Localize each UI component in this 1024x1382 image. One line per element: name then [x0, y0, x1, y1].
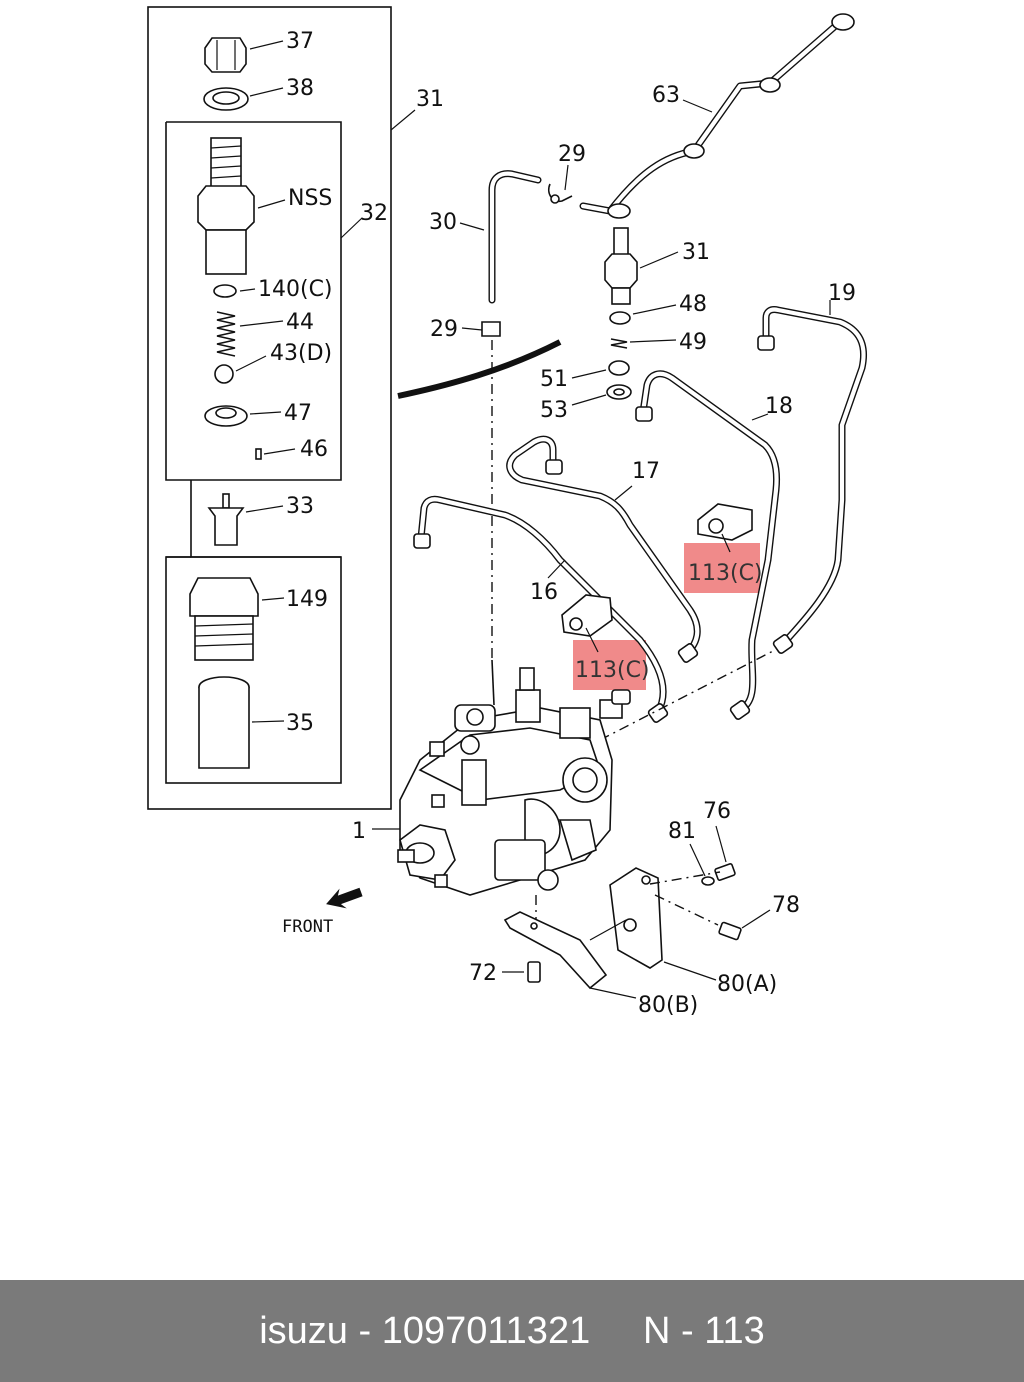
- injector-nss: [197, 137, 286, 275]
- front-arrow-icon: [326, 887, 363, 909]
- callout-49: 49: [679, 330, 707, 355]
- callout-nss: NSS: [288, 186, 332, 211]
- callout-80a: 80(A): [717, 972, 777, 997]
- callout-29-bottom: 29: [430, 317, 458, 342]
- callout-31-left: 31: [416, 87, 444, 112]
- ring-140c: [213, 284, 256, 298]
- callout-140c: 140(C): [258, 277, 333, 302]
- injection-pump-1: [397, 667, 631, 896]
- callout-19: 19: [828, 281, 856, 306]
- injection-pipe-18: [635, 370, 781, 720]
- nut-37: [204, 37, 284, 73]
- pipe-route: [599, 649, 776, 741]
- clamp-29-bottom: [461, 321, 501, 337]
- callout-63: 63: [652, 83, 680, 108]
- footer-bar: isuzu - 1097011321 N - 113: [0, 1280, 1024, 1382]
- seal-51: [571, 360, 630, 379]
- footer-separator: -: [347, 1309, 382, 1352]
- bolt-76: [714, 825, 736, 881]
- leader-32: [340, 217, 363, 239]
- hose-connector: [491, 659, 495, 706]
- washer-81: [689, 843, 715, 886]
- washer-48: [609, 304, 677, 325]
- callout-30: 30: [429, 210, 457, 235]
- clamp-113c-center: [561, 594, 613, 653]
- callout-35: 35: [286, 711, 314, 736]
- washer-53: [571, 384, 632, 406]
- spring-44: [216, 311, 284, 357]
- footer-part-number: 1097011321: [381, 1309, 591, 1352]
- plate-47: [204, 405, 282, 427]
- footer-brand: isuzu: [259, 1309, 348, 1352]
- injector-exploded-frame: [147, 6, 392, 810]
- callout-113c-center: 113(C): [575, 658, 650, 683]
- callout-16: 16: [530, 580, 558, 605]
- callout-48: 48: [679, 292, 707, 317]
- washer-38: [203, 87, 284, 111]
- highlight-113c-center: [573, 640, 646, 690]
- footer-reference: N - 113: [643, 1309, 765, 1352]
- callout-80b: 80(B): [638, 993, 698, 1018]
- injection-pipe-19: [757, 300, 867, 654]
- sleeve-35: [198, 676, 285, 769]
- nozzle-33: [207, 493, 284, 546]
- seat-43d: [214, 355, 267, 384]
- bolt-72: [502, 961, 541, 983]
- callout-31-right: 31: [682, 240, 710, 265]
- injection-pipe-16: [413, 495, 669, 723]
- leader-31a: [390, 109, 416, 131]
- pin-46: [255, 448, 296, 460]
- hose-30: [459, 170, 542, 304]
- bracket-80a: [609, 867, 717, 981]
- callout-113c-right: 113(C): [688, 561, 763, 586]
- bolt-78: [718, 909, 771, 941]
- callout-32: 32: [360, 201, 388, 226]
- callout-149: 149: [286, 587, 328, 612]
- callout-47: 47: [284, 401, 312, 426]
- bolt-route-76: [649, 871, 721, 885]
- nut-149: [189, 577, 285, 661]
- clamp-113c-right: [697, 503, 753, 553]
- clamp-29-top: [547, 164, 573, 204]
- callout-37: 37: [286, 29, 314, 54]
- bolt-route-78: [654, 894, 719, 926]
- callout-33: 33: [286, 494, 314, 519]
- callout-72: 72: [469, 961, 497, 986]
- callout-18: 18: [765, 394, 793, 419]
- bracket-link: [589, 919, 627, 941]
- spring-49: [610, 338, 677, 349]
- front-label: FRONT: [282, 917, 333, 937]
- footer-gap: [590, 1310, 643, 1353]
- highlight-113c-right: [684, 543, 760, 593]
- callout-81: 81: [668, 819, 696, 844]
- injector-31: [604, 227, 679, 305]
- callout-44: 44: [286, 310, 314, 335]
- callout-78: 78: [772, 893, 800, 918]
- bracket-80b: [503, 911, 637, 999]
- return-line: [397, 339, 562, 399]
- callout-43d: 43(D): [270, 341, 332, 366]
- callout-51: 51: [540, 367, 568, 392]
- leakoff-pipe-63: [579, 13, 855, 219]
- callout-76: 76: [703, 799, 731, 824]
- parts-diagram: 37 38 31 32 NSS 140(C) 44 43(D) 47 46 33…: [147, 6, 867, 1018]
- callout-46: 46: [300, 437, 328, 462]
- injection-pipe-17: [506, 435, 701, 663]
- callout-17: 17: [632, 459, 660, 484]
- callout-1: 1: [352, 819, 366, 844]
- callout-29-top: 29: [558, 142, 586, 167]
- callout-38: 38: [286, 76, 314, 101]
- callout-53: 53: [540, 398, 568, 423]
